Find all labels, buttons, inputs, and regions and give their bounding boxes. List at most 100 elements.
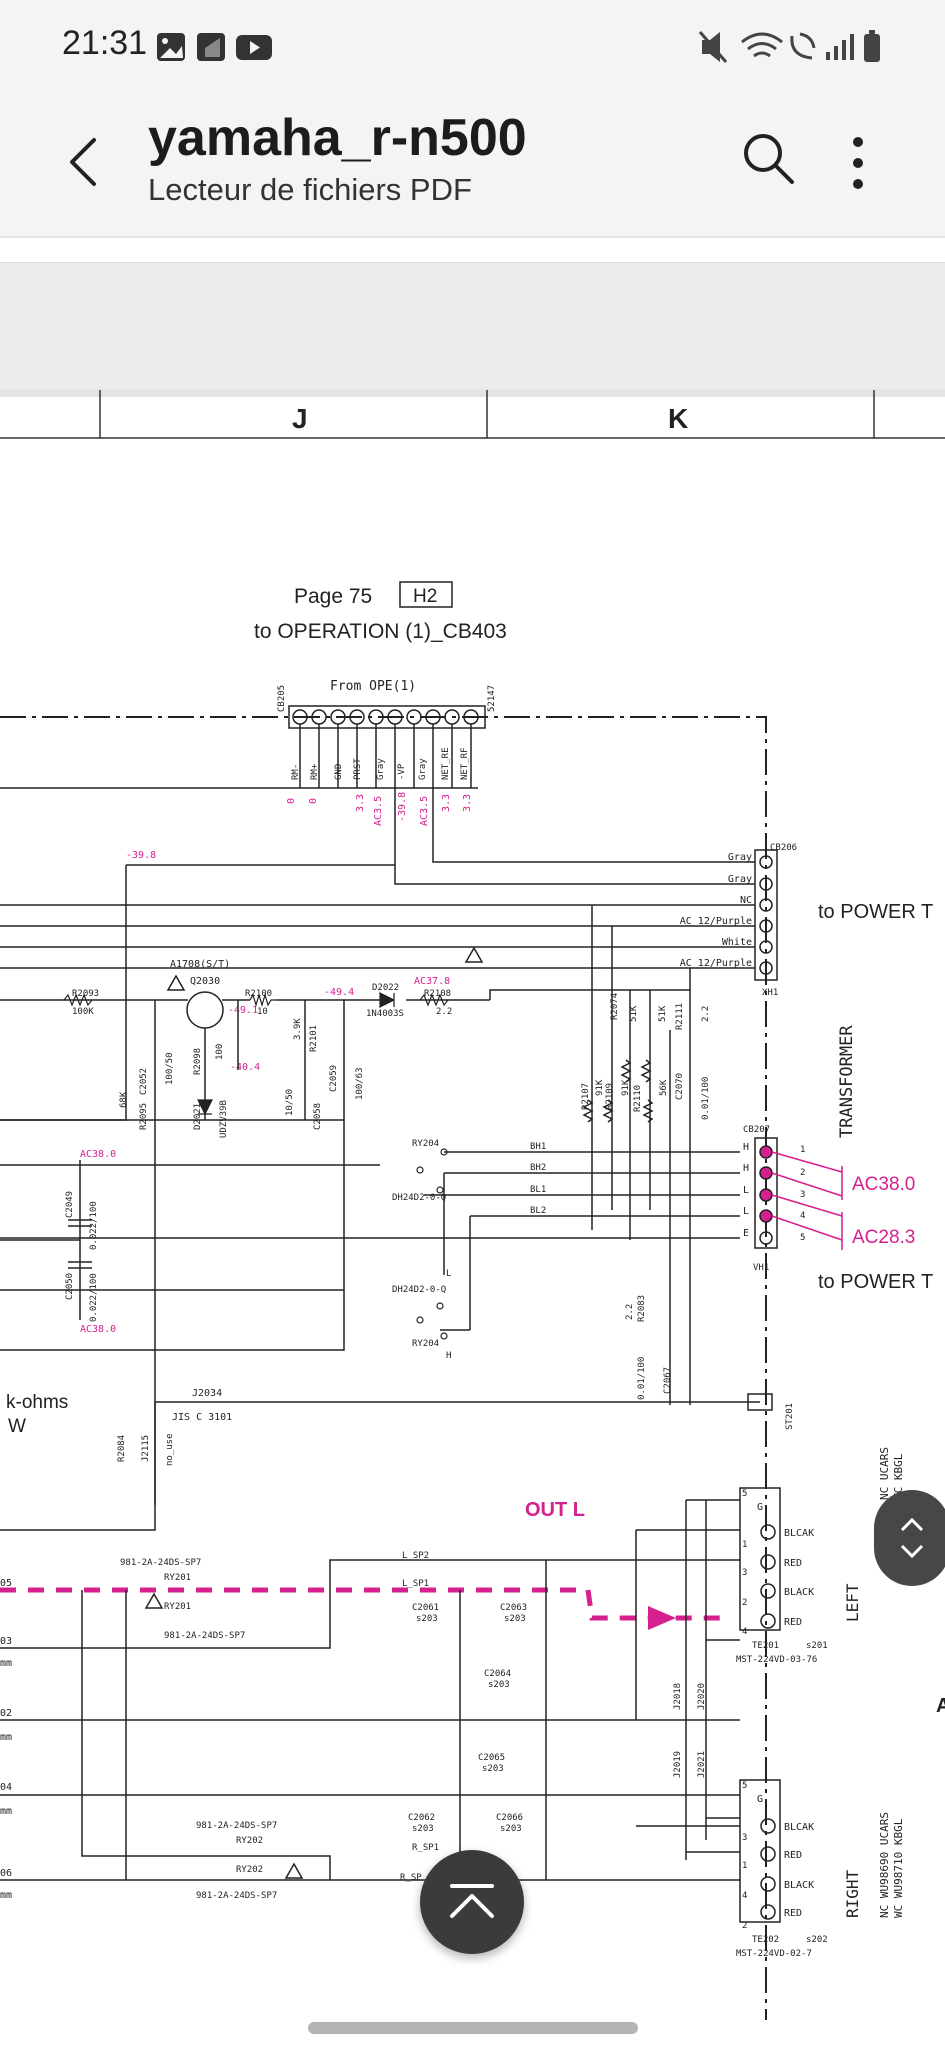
r2111-value: 2.2	[701, 1006, 711, 1022]
r2093: R2093	[72, 989, 99, 999]
q2030-label: Q2030	[190, 976, 220, 987]
te202: TE202	[752, 1935, 779, 1945]
r2101-value: 3.9K	[293, 1018, 303, 1040]
pdf-page-gap	[0, 262, 945, 397]
c2064: C2064	[484, 1669, 511, 1679]
c2052: C2052	[139, 1068, 149, 1095]
svg-text:NET_RF: NET_RF	[460, 747, 470, 780]
r2110-value: 56K	[659, 1079, 669, 1096]
c2067-value: 0.01/100	[637, 1357, 647, 1400]
page-scroll-handle[interactable]	[874, 1490, 945, 1586]
j2021: J2021	[697, 1751, 707, 1778]
value-ac380a: AC38.0	[80, 1149, 116, 1160]
nc-ucars: NC UCARS	[878, 1447, 891, 1500]
ref-box	[399, 581, 453, 608]
vh1-label: VH1	[753, 1263, 769, 1273]
svg-text:E: E	[743, 1228, 749, 1239]
svg-text:2: 2	[742, 1598, 747, 1608]
r2077: 51K	[658, 1005, 668, 1022]
svg-text:3.3: 3.3	[355, 794, 366, 812]
ry202-part2: 981-2A-24DS-SP7	[196, 1891, 277, 1901]
column-label-k: K	[668, 403, 688, 434]
search-icon[interactable]	[738, 128, 798, 188]
svg-text:Gray: Gray	[728, 874, 752, 885]
left-label: LEFT	[843, 1583, 862, 1622]
svg-text:3: 3	[742, 1568, 747, 1578]
svg-text:03: 03	[0, 1636, 12, 1647]
s201: s201	[806, 1641, 828, 1651]
cb205-values: 0 0 3.3 AC3.5 -39.8 AC3.5 3.3 3.3	[286, 792, 473, 826]
svg-text:RED: RED	[784, 1908, 802, 1919]
te201-block	[739, 1487, 781, 1631]
d2022: D2022	[372, 983, 399, 993]
svg-text:Gray: Gray	[418, 758, 428, 780]
dh24a: DH24D2-0-Q	[392, 1193, 446, 1203]
scroll-to-top-icon	[450, 1884, 494, 1918]
ry201-part: 981-2A-24DS-SP7	[120, 1558, 201, 1568]
r2100-value: 10	[257, 1007, 268, 1017]
svg-text:Gray: Gray	[728, 852, 752, 863]
document-title: yamaha_r-n500	[148, 109, 527, 167]
svg-text:L: L	[743, 1185, 749, 1196]
gallery-icon	[157, 33, 185, 61]
cb206-labels: Gray Gray NC AC_12/Purple White AC_12/Pu…	[680, 852, 752, 969]
svg-text:H: H	[743, 1163, 749, 1174]
r2108-value: 2.2	[436, 1007, 452, 1017]
scroll-to-top-button[interactable]	[420, 1850, 524, 1954]
cb205-label: CB205	[277, 685, 287, 712]
ry202-part: 981-2A-24DS-SP7	[196, 1821, 277, 1831]
dh24b: DH24D2-0-Q	[392, 1285, 446, 1295]
column-header: J K	[0, 390, 945, 439]
schematic: J K Page 75 H2 to OPERATION (1)_CB403 Fr…	[0, 390, 945, 2020]
te201-g: G	[757, 1502, 763, 1513]
a1708-label: A1708(S/T)	[170, 959, 230, 970]
r2075: 51K	[629, 1005, 639, 1022]
wifi-icon	[741, 32, 783, 58]
mst1: MST-224VD-03-76	[736, 1655, 817, 1665]
youtube-icon	[236, 35, 272, 60]
r2093-value: 100K	[72, 1007, 94, 1017]
svg-text:4: 4	[742, 1627, 747, 1637]
r-sp: R_SP	[400, 1873, 422, 1883]
r2109: R2109	[605, 1083, 615, 1110]
status-bar: 21:31	[0, 0, 945, 92]
more-vert-icon[interactable]	[838, 128, 878, 198]
h-label: H	[446, 1351, 451, 1361]
svg-text:02: 02	[0, 1708, 12, 1719]
wc-kbgl: WC KBGL	[892, 1453, 905, 1500]
c2070-value: 0.01/100	[701, 1077, 711, 1120]
te202-labels: BLCAK RED BLACK RED	[784, 1822, 814, 1919]
te202-block	[739, 1779, 781, 1923]
edge-a: A	[936, 1695, 945, 1717]
home-indicator[interactable]	[308, 2022, 638, 2034]
column-label-j: J	[292, 403, 308, 434]
to-power-t-2: to POWER T	[818, 1271, 933, 1293]
svg-text:mm: mm	[0, 1890, 12, 1901]
svg-text:mm: mm	[0, 1658, 12, 1669]
svg-text:3: 3	[742, 1833, 747, 1843]
cb205-pin-labels: RM- RM+ GND PRST Gray -VP Gray NET_RE NE…	[291, 747, 470, 780]
value-neg404: -40.4	[230, 1062, 260, 1073]
pdf-page[interactable]: J K Page 75 H2 to OPERATION (1)_CB403 Fr…	[0, 388, 945, 2048]
call-icon	[790, 32, 816, 60]
back-arrow-icon[interactable]	[60, 124, 120, 200]
te202-numbers: 5 3 1 4 2	[742, 1781, 747, 1931]
wc-wu: WC WU98710 KBGL	[892, 1818, 905, 1918]
r2098: R2098	[193, 1048, 203, 1075]
from-ope: From OPE(1)	[330, 679, 416, 694]
status-time: 21:31	[62, 24, 148, 62]
s202: s202	[806, 1935, 828, 1945]
svg-text:2: 2	[742, 1921, 747, 1931]
svg-text:RM-: RM-	[291, 764, 301, 780]
svg-text:05: 05	[0, 1578, 12, 1589]
c2058-value: 10/50	[285, 1089, 295, 1116]
c2065-s203: s203	[482, 1764, 504, 1774]
svg-text:1: 1	[800, 1145, 805, 1155]
ry201-part2: 981-2A-24DS-SP7	[164, 1631, 245, 1641]
c2050: C2050	[65, 1273, 75, 1300]
ref-box-text: H2	[413, 586, 437, 607]
out-l-arrow	[648, 1606, 676, 1630]
c2066-s203: s203	[500, 1824, 522, 1834]
bl1: BL1	[530, 1185, 546, 1195]
r2083-value: 2.2	[625, 1304, 635, 1320]
